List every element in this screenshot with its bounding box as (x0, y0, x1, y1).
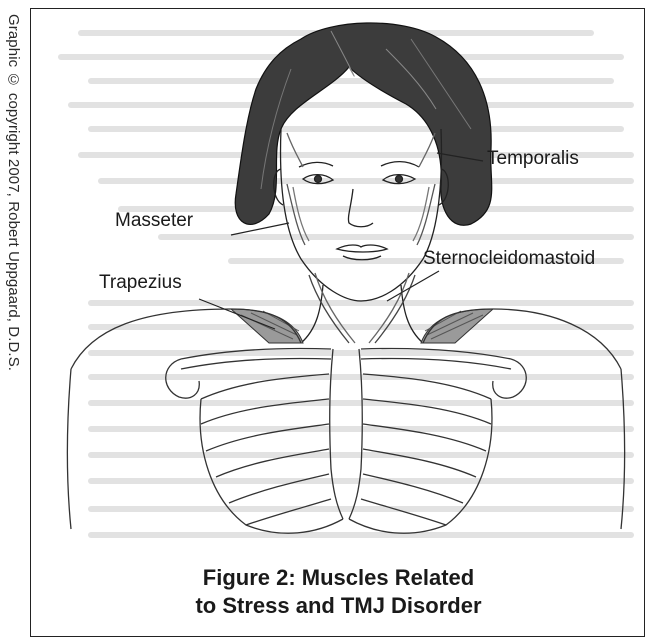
caption-line-2: to Stress and TMJ Disorder (31, 592, 645, 620)
ribcage (67, 309, 625, 533)
neck (301, 273, 423, 343)
label-masseter: Masseter (115, 210, 193, 232)
hair (235, 23, 492, 225)
copyright-credit: Graphic © copyright 2007, Robert Uppgaar… (0, 0, 30, 639)
figure-caption: Figure 2: Muscles Related to Stress and … (31, 564, 645, 620)
caption-line-1: Figure 2: Muscles Related (31, 564, 645, 592)
label-trapezius: Trapezius (99, 272, 182, 294)
label-temporalis: Temporalis (487, 148, 579, 170)
figure-frame: Temporalis Masseter Trapezius Sternoclei… (30, 8, 645, 637)
anatomy-illustration (31, 9, 645, 637)
label-sternocleidomastoid: Sternocleidomastoid (423, 248, 595, 270)
copyright-text: Graphic © copyright 2007, Robert Uppgaar… (5, 14, 22, 371)
